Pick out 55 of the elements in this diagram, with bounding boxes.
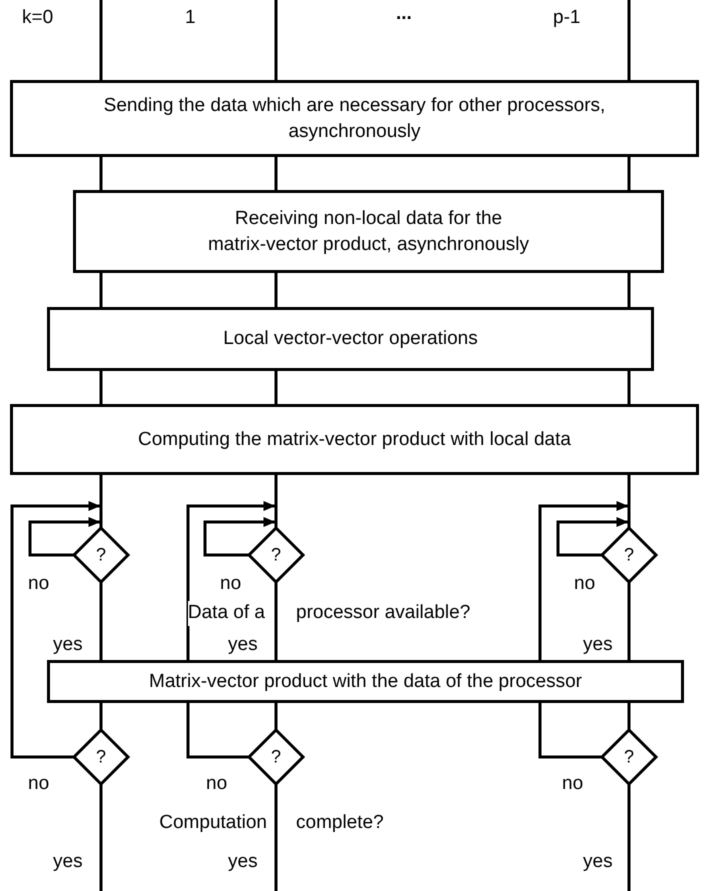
connector-line — [628, 703, 630, 730]
connector-line — [274, 582, 278, 660]
box-text: Sending the data which are necessary for other processors, asynchronously — [102, 94, 606, 144]
question-text: Data of a — [188, 601, 265, 626]
connector-line — [628, 273, 630, 307]
connector-line — [628, 475, 630, 528]
connector-line — [100, 157, 102, 190]
arrow — [556, 517, 628, 556]
decision-diamond — [247, 526, 305, 584]
decision-diamond — [72, 728, 130, 786]
process-box — [47, 307, 654, 371]
box-text: Computing the matrix-vector product with local data — [138, 428, 571, 452]
process-box — [73, 190, 664, 273]
connector-line — [628, 582, 630, 660]
connector-line — [274, 273, 278, 307]
connector-line — [100, 371, 102, 404]
arrow — [204, 517, 276, 556]
process-box — [10, 404, 699, 475]
connector-line — [538, 703, 602, 758]
connector-line — [100, 273, 102, 307]
connector-line — [274, 0, 278, 80]
decision-diamond — [600, 526, 658, 584]
decision-diamond — [247, 728, 305, 786]
question-mark: ? — [622, 544, 635, 566]
connector-line — [628, 0, 630, 80]
connector-line — [628, 371, 630, 404]
connector-line — [274, 475, 278, 528]
connector-line — [628, 784, 630, 891]
arrow — [538, 501, 628, 660]
process-box — [10, 80, 699, 157]
connector-line — [186, 703, 249, 758]
box-text: Receiving non-local data for the matrix-vector product, asynchronously — [206, 206, 530, 256]
process-box — [47, 660, 684, 703]
connector-line — [100, 0, 102, 80]
question-mark: ? — [94, 746, 107, 768]
decision-diamond — [600, 728, 658, 786]
question-mark: ? — [94, 544, 107, 566]
connector-line — [628, 157, 630, 190]
connector-line — [100, 703, 102, 730]
arrow — [186, 501, 276, 660]
arrow — [28, 517, 100, 556]
connector-line — [100, 475, 102, 528]
connector-line — [274, 371, 278, 404]
question-mark: ? — [270, 746, 282, 768]
connector-line — [100, 784, 102, 891]
connector-line — [274, 784, 278, 891]
arrow — [10, 501, 100, 758]
decision-diamond — [72, 526, 130, 584]
question-mark: ? — [270, 544, 282, 566]
connector-line — [274, 157, 278, 190]
connector-line — [100, 582, 102, 660]
box-text: Matrix-vector product with the data of the processor — [149, 670, 582, 694]
connector-line — [274, 703, 278, 730]
box-text: Local vector-vector operations — [223, 327, 478, 352]
question-mark: ? — [622, 746, 635, 768]
